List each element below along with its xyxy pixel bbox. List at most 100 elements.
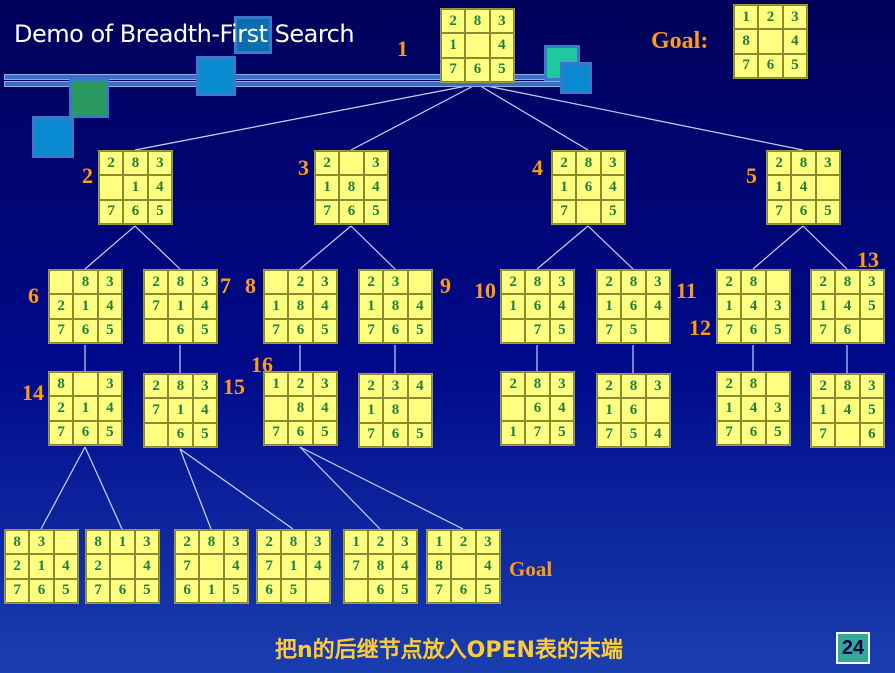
puzzle-board-cell: 8 xyxy=(383,398,408,423)
puzzle-board-cell: 2 xyxy=(49,396,74,421)
puzzle-board-cell: 2 xyxy=(717,372,742,397)
puzzle-board-cell: 5 xyxy=(392,578,417,603)
puzzle-board-cell: 5 xyxy=(765,318,790,343)
puzzle-board-cell: 6 xyxy=(621,398,646,423)
slide-title: Demo of Breadth-First Search xyxy=(14,20,355,48)
puzzle-board-cell: 1 xyxy=(344,530,369,555)
puzzle-board-cell: 3 xyxy=(192,270,217,295)
puzzle-board-cell: 6 xyxy=(168,318,193,343)
puzzle-board-cell: 2 xyxy=(359,374,384,399)
puzzle-board-cell: 3 xyxy=(549,372,574,397)
puzzle-board-cell: 8 xyxy=(288,294,313,319)
puzzle-board-cell: 5 xyxy=(859,294,884,319)
goal-board-cell xyxy=(758,29,783,54)
node-number-label: 16 xyxy=(251,352,273,377)
puzzle-board-cell: 1 xyxy=(717,294,742,319)
puzzle-board-cell: 2 xyxy=(597,270,622,295)
puzzle-board-cell: 1 xyxy=(427,530,452,555)
puzzle-board-cell: 3 xyxy=(97,270,122,295)
puzzle-board-cell: 1 xyxy=(597,294,622,319)
puzzle-board-cell: 7 xyxy=(717,420,742,445)
puzzle-board-cell xyxy=(407,398,432,423)
goal-label: Goal: xyxy=(651,28,709,54)
puzzle-board-cell: 8 xyxy=(621,270,646,295)
node-number-label: 8 xyxy=(245,273,256,298)
puzzle-board-cell: 4 xyxy=(192,398,217,423)
puzzle-board-cell: 7 xyxy=(525,420,550,445)
puzzle-board-cell: 7 xyxy=(99,199,124,224)
puzzle-board-cell: 2 xyxy=(99,151,124,176)
puzzle-board-cell: 8 xyxy=(168,374,193,399)
puzzle-board-cell: 2 xyxy=(359,270,384,295)
puzzle-board-cell: 4 xyxy=(741,396,766,421)
puzzle-board-cell: 8 xyxy=(525,270,550,295)
puzzle-board-cell: 5 xyxy=(312,318,337,343)
puzzle-board-cell: 1 xyxy=(168,294,193,319)
puzzle-board-cell: 3 xyxy=(475,530,500,555)
puzzle-board-cell: 6 xyxy=(451,578,476,603)
puzzle-board-cell: 6 xyxy=(741,318,766,343)
puzzle-board-cell: 5 xyxy=(281,578,306,603)
decorative-square xyxy=(69,78,109,118)
puzzle-board-cell: 3 xyxy=(223,530,248,555)
puzzle-board-cell: 5 xyxy=(97,318,122,343)
puzzle-board-cell: 3 xyxy=(859,270,884,295)
puzzle-board-cell: 5 xyxy=(549,318,574,343)
puzzle-board-cell: 3 xyxy=(383,374,408,399)
puzzle-board-cell: 3 xyxy=(765,294,790,319)
puzzle-board-cell: 7 xyxy=(257,554,282,579)
puzzle-board-cell: 8 xyxy=(427,554,452,579)
puzzle-board-cell xyxy=(451,554,476,579)
puzzle-board-cell: 8 xyxy=(86,530,111,555)
puzzle-board-cell: 2 xyxy=(315,151,340,176)
puzzle-board-cell: 3 xyxy=(305,530,330,555)
puzzle-board-cell xyxy=(73,372,98,397)
puzzle-board-cell xyxy=(144,422,169,447)
puzzle-board-cell: 1 xyxy=(359,294,384,319)
puzzle-board-cell: 2 xyxy=(288,270,313,295)
puzzle-board-cell: 1 xyxy=(264,294,289,319)
puzzle-board-cell: 2 xyxy=(717,270,742,295)
puzzle-board-cell: 1 xyxy=(767,175,792,200)
puzzle-board-cell: 4 xyxy=(600,175,625,200)
tree-edge xyxy=(536,225,589,270)
puzzle-board-cell: 4 xyxy=(97,396,122,421)
puzzle-board-cell: 2 xyxy=(552,151,577,176)
puzzle-board-cell: 2 xyxy=(501,372,526,397)
puzzle-board-cell: 4 xyxy=(392,554,417,579)
puzzle-board-cell: 8 xyxy=(791,151,816,176)
puzzle-board-cell: 4 xyxy=(549,396,574,421)
puzzle-board-cell: 1 xyxy=(811,294,836,319)
puzzle-board-cell: 5 xyxy=(97,420,122,445)
puzzle-board-cell: 8 xyxy=(383,294,408,319)
puzzle-board-cell: 3 xyxy=(312,270,337,295)
puzzle-board-cell: 4 xyxy=(97,294,122,319)
goal-board-cell: 3 xyxy=(782,5,807,30)
puzzle-board-cell: 6 xyxy=(525,396,550,421)
puzzle-board-cell: 5 xyxy=(815,199,840,224)
puzzle-board-cell: 3 xyxy=(97,372,122,397)
puzzle-board-cell xyxy=(339,151,364,176)
puzzle-board-cell: 1 xyxy=(717,396,742,421)
puzzle-board-cell: 7 xyxy=(5,578,30,603)
puzzle-board-cell: 2 xyxy=(144,374,169,399)
puzzle-board-cell: 7 xyxy=(86,578,111,603)
puzzle-board-cell: 8 xyxy=(525,372,550,397)
puzzle-board-cell: 8 xyxy=(621,374,646,399)
puzzle-board-cell: 5 xyxy=(489,57,514,82)
puzzle-board-cell: 2 xyxy=(811,374,836,399)
node-number-label: 6 xyxy=(28,283,39,308)
puzzle-board-cell: 7 xyxy=(315,199,340,224)
puzzle-board-cell: 4 xyxy=(407,294,432,319)
decorative-square xyxy=(196,56,236,96)
decorative-square xyxy=(560,62,592,94)
puzzle-board-cell: 3 xyxy=(392,530,417,555)
